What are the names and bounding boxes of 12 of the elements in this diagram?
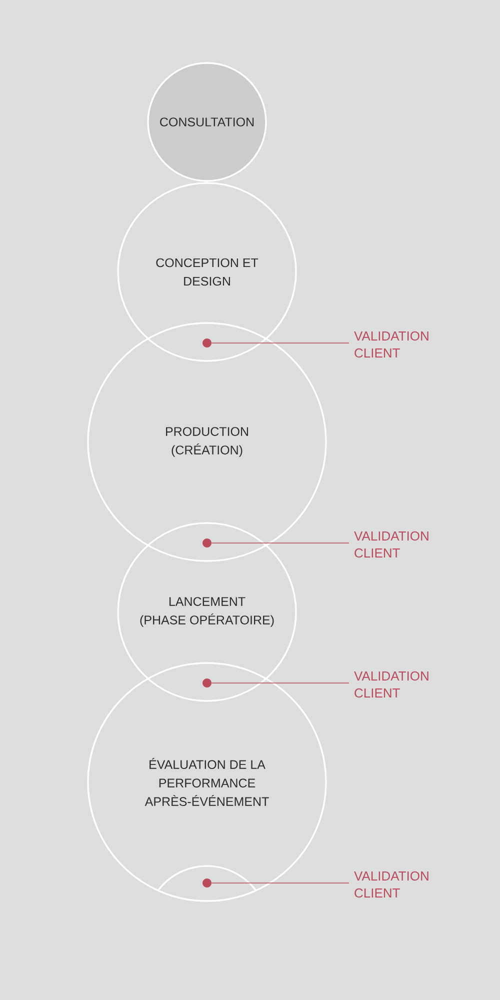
callout-text: VALIDATION CLIENT xyxy=(354,671,428,698)
marker-dot xyxy=(202,878,212,888)
callout-text: VALIDATION CLIENT xyxy=(354,871,428,898)
callout-text: VALIDATION CLIENT xyxy=(354,531,428,558)
marker-dot xyxy=(202,338,212,348)
callout-text: VALIDATION CLIENT xyxy=(354,331,428,358)
marker-dot xyxy=(202,678,212,688)
leader-line xyxy=(211,542,350,544)
marker-dot xyxy=(202,538,212,548)
leader-line xyxy=(211,342,350,344)
leader-line xyxy=(211,682,350,684)
leader-line xyxy=(211,882,350,884)
